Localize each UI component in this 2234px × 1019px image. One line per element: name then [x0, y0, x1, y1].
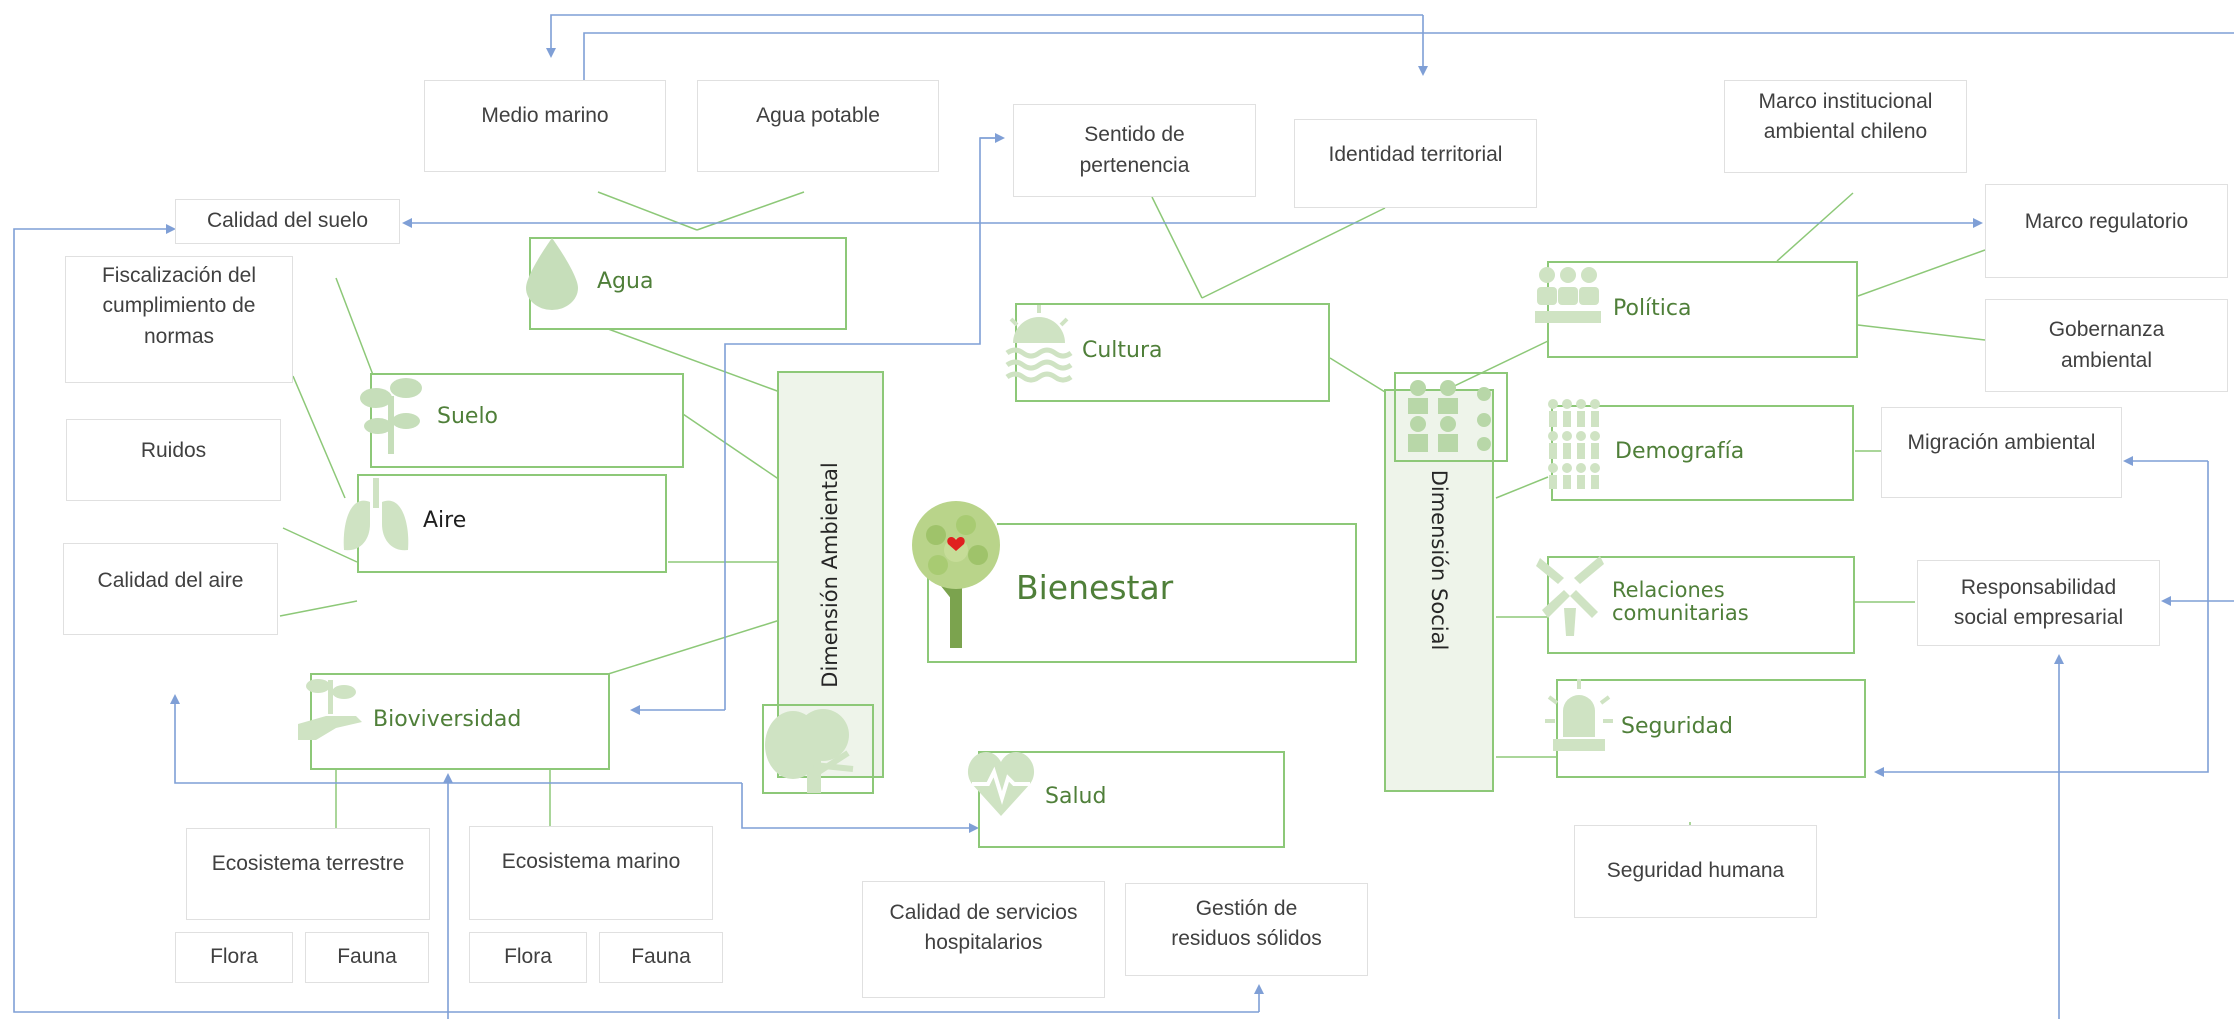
- people-meeting-icon: [1535, 267, 1601, 323]
- alarm-light-icon: [1545, 679, 1613, 751]
- dimension-social-bar: [1384, 389, 1494, 792]
- heart-pulse-icon: [967, 752, 1035, 816]
- servicios-hospitalarios-box: Calidad de servicios hospitalarios: [862, 881, 1105, 998]
- agua-label: Agua: [597, 269, 654, 294]
- biodiversidad-label: Bioviversidad: [373, 707, 522, 732]
- sun-waves-icon: [1005, 305, 1073, 383]
- water-drop-icon: [526, 238, 578, 310]
- suelo-box: [370, 373, 684, 468]
- ruidos-box: Ruidos: [66, 419, 281, 501]
- seguridad-box: [1556, 679, 1866, 778]
- medio-marino-box: Medio marino: [424, 80, 666, 172]
- ecosistema-marino-box: Ecosistema marino: [469, 826, 713, 920]
- salud-label: Salud: [1045, 784, 1107, 809]
- marco-institucional-box: Marco institucional ambiental chileno: [1724, 80, 1967, 173]
- agua-potable-box: Agua potable: [697, 80, 939, 172]
- lungs-icon: [343, 478, 409, 551]
- seguridad-label: Seguridad: [1621, 714, 1733, 739]
- tree-icon: [765, 709, 854, 793]
- people-group-icon: [1408, 380, 1491, 452]
- migracion-box: Migración ambiental: [1881, 407, 2122, 498]
- identidad-territorial-box: Identidad territorial: [1294, 119, 1537, 208]
- demografia-label: Demografía: [1615, 439, 1745, 464]
- aire-box: [357, 474, 667, 573]
- cultura-label: Cultura: [1082, 338, 1163, 363]
- relaciones-label: Relaciones comunitarias: [1612, 578, 1749, 626]
- heart-tree-icon: [912, 501, 1000, 648]
- green-connectors: [279, 191, 1986, 842]
- fauna-box-1: Fauna: [305, 932, 429, 983]
- dimension-ambiental-label: Dimensión Ambiental: [818, 462, 842, 688]
- hands-icon: [1536, 556, 1604, 636]
- flora-box-1: Flora: [175, 932, 293, 983]
- plant-icon: [360, 378, 422, 454]
- bienestar-box-top: [997, 523, 1357, 525]
- flora-box-2: Flora: [469, 932, 587, 983]
- relaciones-box: [1547, 556, 1855, 654]
- population-icon: [1548, 399, 1600, 489]
- people-icon-frame: [1394, 372, 1508, 462]
- calidad-aire-box: Calidad del aire: [63, 543, 278, 635]
- politica-box: [1547, 261, 1858, 358]
- responsabilidad-box: Responsabilidad social empresarial: [1917, 560, 2160, 646]
- marco-regulatorio-box: Marco regulatorio: [1985, 184, 2228, 278]
- tree-icon-frame: [762, 704, 874, 794]
- aire-label: Aire: [423, 508, 467, 533]
- politica-label: Política: [1613, 296, 1692, 321]
- ecosistema-terrestre-box: Ecosistema terrestre: [186, 828, 430, 920]
- agua-box: [529, 237, 847, 330]
- dimension-social-label: Dimensión Social: [1427, 469, 1451, 651]
- fauna-box-2: Fauna: [599, 932, 723, 983]
- calidad-suelo-box: Calidad del suelo: [175, 199, 400, 244]
- seguridad-humana-box: Seguridad humana: [1574, 825, 1817, 918]
- sentido-pertenencia-box: Sentido de pertenencia: [1013, 104, 1256, 197]
- gobernanza-box: Gobernanza ambiental: [1985, 299, 2228, 392]
- fiscalizacion-box: Fiscalización del cumplimiento de normas: [65, 256, 293, 383]
- demografia-box: [1551, 405, 1854, 501]
- bienestar-label: Bienestar: [1016, 568, 1174, 607]
- suelo-label: Suelo: [437, 404, 499, 429]
- blue-arrows: [13, 14, 2234, 1019]
- residuos-solidos-box: Gestión de residuos sólidos: [1125, 883, 1368, 976]
- hand-plant-icon: [298, 679, 362, 740]
